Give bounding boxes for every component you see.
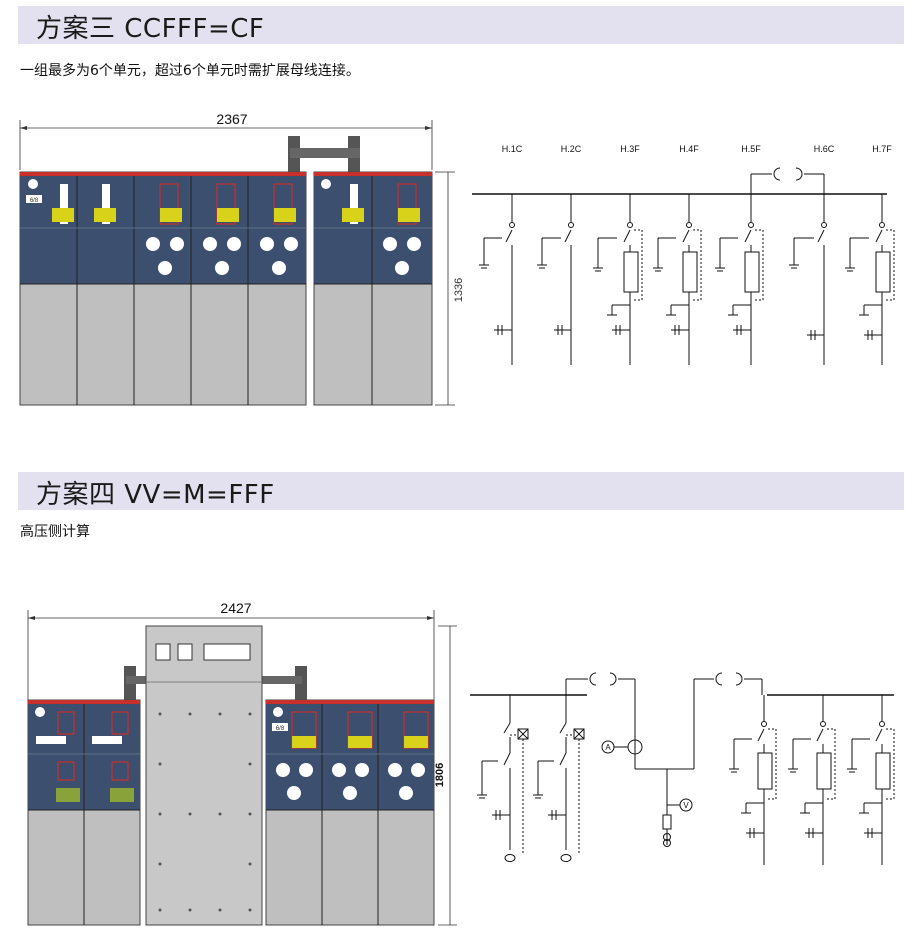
unit-label-4: H.4F [679, 144, 699, 154]
section3-cabinet-drawing: 2367 1336 6/8 [19, 111, 465, 406]
ammeter-symbol: A [605, 743, 611, 752]
section4-header-band: 方案四 VV=M=FFF [18, 472, 904, 510]
section3-width-dimension: 2367 [216, 111, 247, 127]
section4-height-dimension: 1806 [434, 763, 446, 787]
section3-height-dimension: 1336 [453, 278, 465, 302]
section4-cabinet-group-left [27, 699, 141, 926]
section4-metering-cabinet [145, 625, 263, 926]
section4-cabinet-drawing: 2427 1806 [27, 600, 457, 926]
unit-label-3: H.3F [620, 144, 640, 154]
unit-label-5: H.5F [741, 144, 761, 154]
section3-description: 一组最多为6个单元，超过6个单元时需扩展母线连接。 [20, 63, 360, 79]
unit-label-2: H.2C [561, 144, 582, 154]
section3-title: 方案三 CCFFF=CF [36, 14, 265, 44]
section4-cabinet-group-right: 6/8 [265, 699, 435, 926]
section4-title: 方案四 VV=M=FFF [36, 480, 275, 510]
section3-cabinet-group-left: 6/8 [19, 171, 307, 406]
voltmeter-symbol: V [683, 801, 689, 810]
unit-label-7: H.7F [872, 144, 892, 154]
unit-label-6: H.6C [814, 144, 835, 154]
section4-width-dimension: 2427 [220, 600, 251, 616]
section3-cabinet-group-right [313, 171, 433, 406]
unit-label-1: H.1C [502, 144, 523, 154]
section4-plate-label: 6/8 [276, 726, 285, 732]
section3-single-line-diagram: H.1C H.2C H.3F H.4F H.5F H.6C H.7F [472, 144, 895, 365]
section3-plate-label: 6/8 [30, 198, 39, 204]
section4-single-line-diagram: A V [470, 672, 895, 865]
section3-header-band: 方案三 CCFFF=CF [18, 6, 904, 44]
section4-description: 高压侧计算 [20, 524, 90, 540]
